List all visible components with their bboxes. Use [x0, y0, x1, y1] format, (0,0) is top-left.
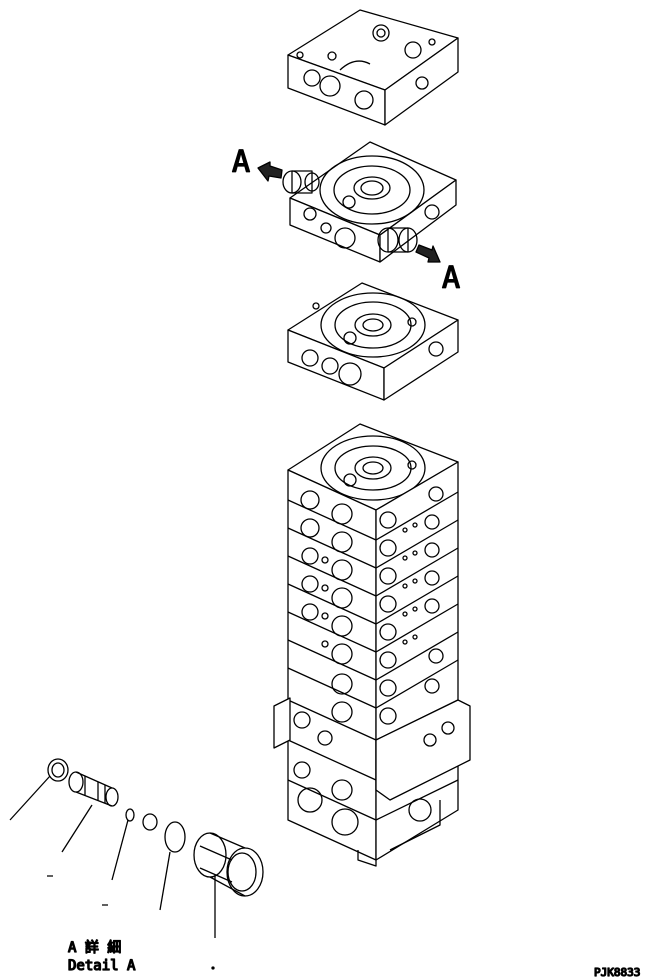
arrow-a-right-shape	[415, 244, 441, 263]
drawing-code: PJK8833	[594, 966, 640, 979]
small-ring-part	[125, 808, 135, 822]
detail-title-jp: A 詳 細	[68, 940, 121, 956]
top-cover-block	[287, 9, 459, 126]
plug-part	[193, 832, 264, 897]
middle-section-block	[287, 282, 459, 401]
plunger-part	[68, 771, 119, 807]
arrow-a-top-shape	[257, 161, 283, 182]
detail-title-en: Detail A	[68, 958, 136, 974]
callout-a-top: A	[232, 145, 250, 180]
detail-a-parts	[9, 758, 264, 970]
washer-part	[164, 821, 186, 853]
ball-part	[142, 813, 158, 831]
o-ring-part	[47, 758, 69, 782]
relief-section-block	[257, 141, 457, 263]
callout-a-right: A	[442, 261, 460, 296]
main-valve-stack	[273, 423, 471, 867]
